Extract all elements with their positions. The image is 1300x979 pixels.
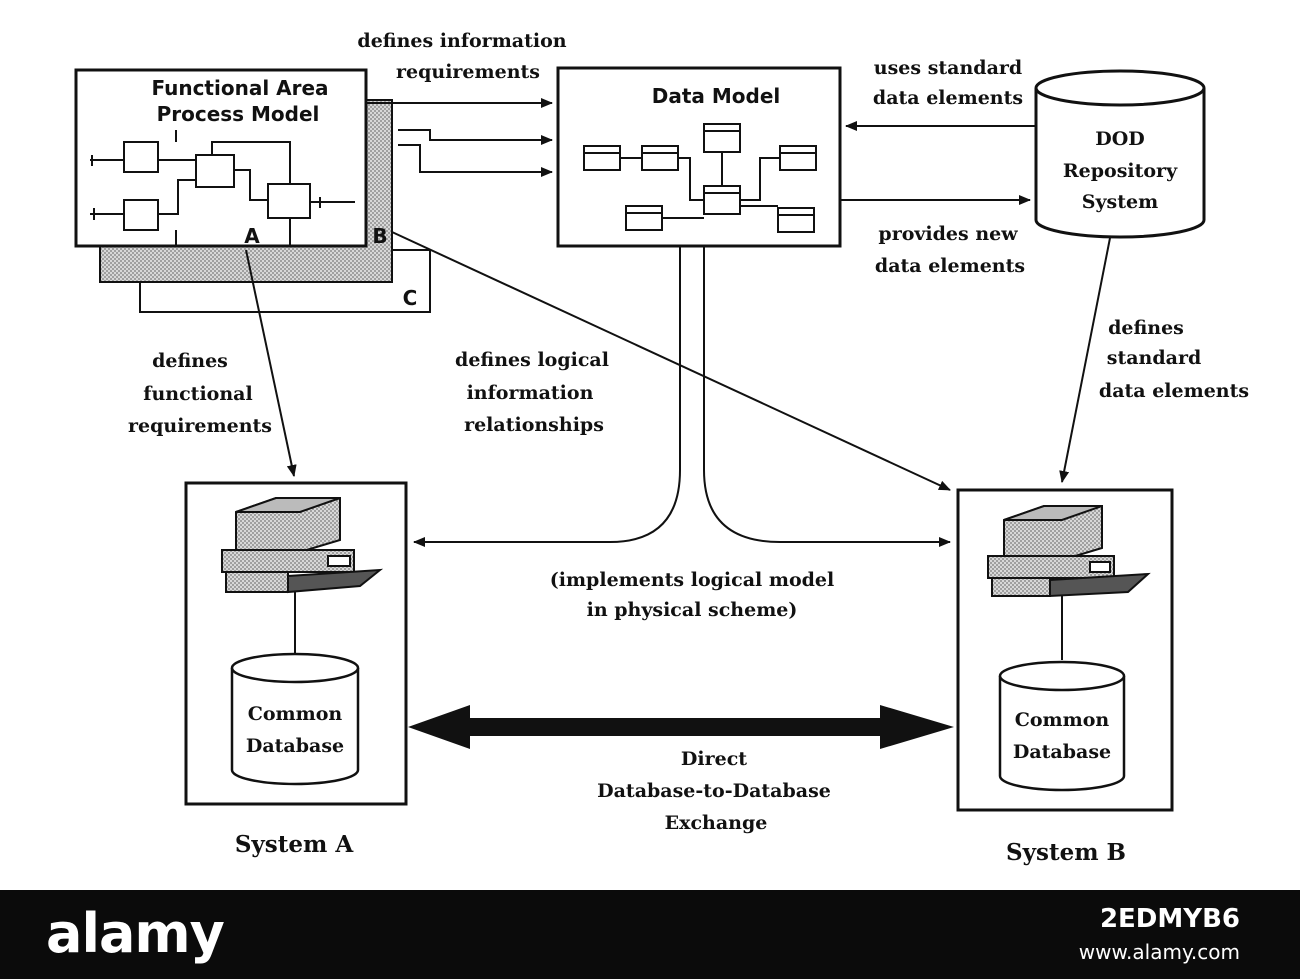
entity-block [703, 123, 741, 153]
entity-block [641, 145, 679, 171]
entity-blocks [583, 123, 817, 233]
system-a-db-line1: Common [248, 703, 343, 725]
system-b-label: System B [1006, 839, 1126, 866]
label-provides-2: data elements [875, 255, 1025, 277]
computer-icon [987, 505, 1151, 598]
repository-line3: System [1082, 191, 1158, 213]
system-a-db-line2: Database [246, 735, 344, 757]
arrow-info-req-3 [398, 144, 553, 177]
image-code: 2EDMYB6 [1099, 904, 1240, 934]
process-block [123, 199, 159, 231]
arrow-defines-functional [245, 249, 297, 477]
label-provides-1: provides new [878, 223, 1018, 245]
label-defines-standard-1: defines [1108, 317, 1184, 339]
fa-title-line2: Process Model [157, 102, 320, 126]
common-database-cylinder: Common Database [998, 660, 1126, 792]
process-blocks [90, 130, 355, 245]
label-defines-logical-3: relationships [464, 414, 604, 436]
label-defines-standard-2: standard [1107, 347, 1202, 369]
system-b-db-line1: Common [1015, 709, 1110, 731]
label-defines-functional-2: functional [143, 383, 252, 405]
arrow-b-to-system-b [391, 231, 951, 491]
system-b-db-line2: Database [1013, 741, 1111, 763]
label-b: B [372, 224, 387, 248]
fa-title-line1: Functional Area [151, 76, 328, 100]
arrow-info-req-2 [398, 129, 553, 145]
label-defines-functional-1: defines [152, 350, 228, 372]
watermark-footer: alamy 2EDMYB6 www.alamy.com [0, 890, 1300, 979]
alamy-logo: alamy [46, 902, 225, 965]
label-defines-standard-3: data elements [1099, 380, 1249, 402]
system-a: Common Database System A [184, 481, 408, 858]
label-uses-standard-2: data elements [873, 87, 1023, 109]
dod-repository-cylinder: DOD Repository System [1034, 69, 1206, 239]
site-url: www.alamy.com [1078, 940, 1240, 964]
label-defines-logical-1: defines logical [455, 349, 609, 371]
label-defines-info-2: requirements [396, 61, 540, 83]
label-defines-info-1: defines information [357, 30, 566, 52]
data-model: Data Model [556, 66, 842, 248]
arrow-logical-to-system-b [703, 246, 951, 547]
system-b: Common Database System B [956, 488, 1174, 866]
entity-block [779, 145, 817, 171]
process-block [195, 154, 235, 188]
repository-line2: Repository [1063, 160, 1178, 182]
label-defines-logical-2: information [467, 382, 594, 404]
entity-block [583, 145, 621, 171]
system-a-label: System A [235, 831, 355, 858]
annotations: defines information requirements uses st… [128, 30, 1249, 834]
label-exchange-3: Exchange [665, 812, 768, 834]
functional-area-process-model: Functional Area Process Model A B C [74, 68, 431, 313]
process-block [267, 183, 311, 219]
entity-block [777, 207, 815, 233]
label-implements-2: in physical scheme) [587, 599, 798, 621]
label-implements-1: (implements logical model [550, 569, 834, 591]
label-exchange-1: Direct [681, 748, 747, 770]
label-a: A [244, 224, 260, 248]
diagram-canvas: Functional Area Process Model A B C Data… [74, 30, 1250, 866]
label-defines-functional-3: requirements [128, 415, 272, 437]
data-model-title: Data Model [652, 84, 781, 108]
label-exchange-2: Database-to-Database [597, 780, 831, 802]
architecture-diagram: Functional Area Process Model A B C Data… [74, 30, 1249, 866]
computer-icon [221, 497, 384, 594]
database-exchange-arrow [408, 705, 954, 749]
label-uses-standard-1: uses standard [874, 57, 1022, 79]
common-database-cylinder: Common Database [230, 652, 360, 786]
entity-block [703, 185, 741, 215]
arrow-defines-standard [1059, 237, 1111, 483]
process-block [123, 141, 159, 173]
repository-line1: DOD [1095, 128, 1145, 150]
label-c: C [403, 286, 418, 310]
arrow-logical-to-system-a [413, 246, 681, 547]
connectors [245, 98, 1111, 547]
entity-block [625, 205, 663, 231]
